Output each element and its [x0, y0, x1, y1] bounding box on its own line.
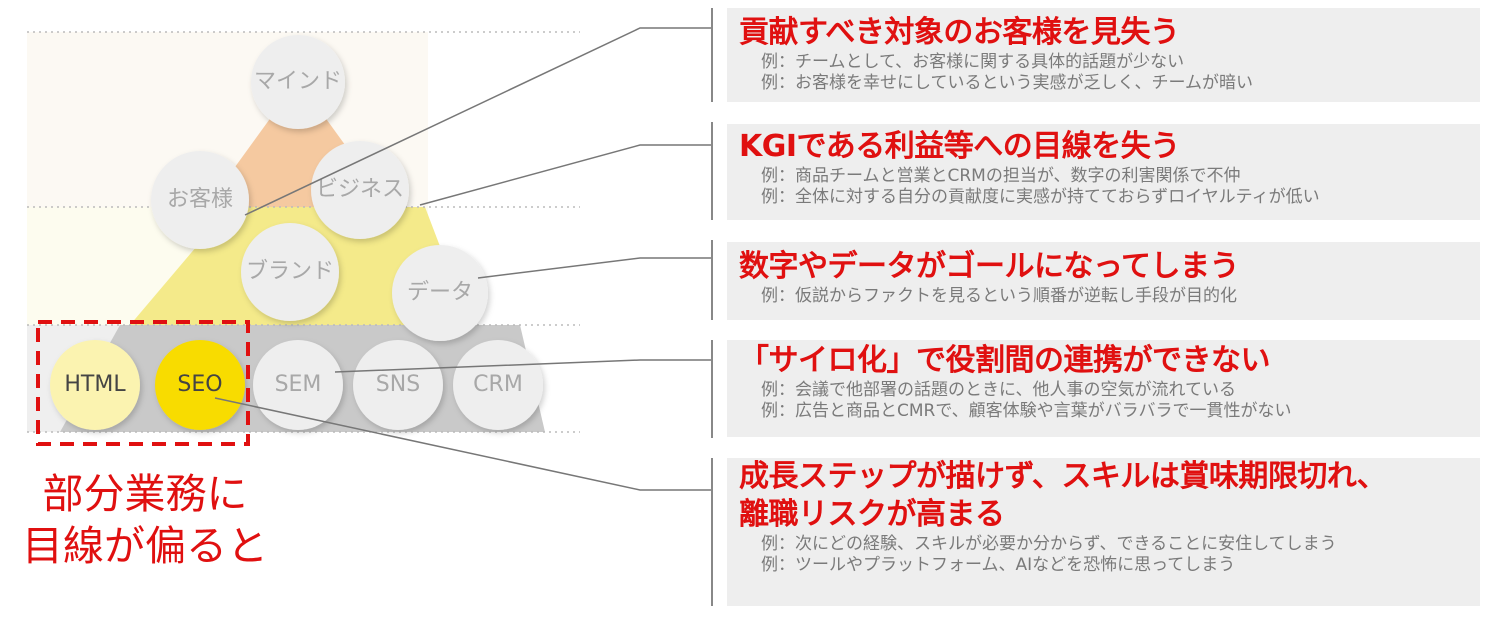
- bracket-line: [711, 122, 713, 220]
- problem-example: 例：チームとして、お客様に関する具体的話題が少ない: [761, 52, 1185, 72]
- circle-shape: [253, 340, 343, 430]
- circle-label: マインド: [254, 69, 342, 94]
- problem-example: 例：会議で他部署の話題のときに、他人事の空気が流れている: [761, 380, 1236, 400]
- problem-title: 数字やデータがゴールになってしまう: [739, 249, 1240, 284]
- problem-card: 「サイロ化」で役割間の連携ができない 例：会議で他部署の話題のときに、他人事の空…: [727, 340, 1480, 437]
- circle-shape: [251, 35, 345, 129]
- bracket-line: [711, 458, 713, 606]
- circle-shape: [151, 151, 249, 249]
- skill-circle: HTML: [50, 340, 140, 430]
- band-dividers: [27, 31, 580, 433]
- circle-label: SNS: [376, 372, 420, 397]
- bracket-line: [711, 340, 713, 438]
- problem-title-line-2: 離職リスクが高まる: [739, 497, 1005, 532]
- skill-circle: データ: [392, 245, 488, 341]
- problem-card: 成長ステップが描けず、スキルは賞味期限切れ、 離職リスクが高まる 例：次にどの経…: [727, 458, 1480, 606]
- problem-card: 数字やデータがゴールになってしまう 例：仮説からファクトを見るという順番が逆転し…: [727, 242, 1480, 320]
- circle-label: CRM: [473, 372, 523, 397]
- problem-example: 例：次にどの経験、スキルが必要か分からず、できることに安住してしまう: [761, 534, 1337, 554]
- skill-circle: SEO: [155, 340, 245, 430]
- skill-circle: SNS: [353, 340, 443, 430]
- problem-example: 例：仮説からファクトを見るという順番が逆転し手段が目的化: [761, 286, 1237, 306]
- callout-line-2: 目線が偏ると: [22, 522, 268, 570]
- circle-label: SEM: [275, 372, 322, 397]
- problem-example: 例：ツールやプラットフォーム、AIなどを恐怖に思ってしまう: [761, 555, 1236, 575]
- bracket-line: [711, 240, 713, 320]
- problem-card: 貢献すべき対象のお客様を見失う 例：チームとして、お客様に関する具体的話題が少な…: [727, 8, 1480, 102]
- skill-circle: SEM: [253, 340, 343, 430]
- circle-shape: [311, 141, 409, 239]
- circle-shape: [155, 340, 245, 430]
- circle-label: HTML: [64, 372, 126, 397]
- circle-shape: [50, 340, 140, 430]
- circle-shape: [392, 245, 488, 341]
- bracket-line: [711, 8, 713, 102]
- circle-label: ブランド: [246, 259, 334, 284]
- skill-circle: ビジネス: [311, 141, 409, 239]
- skill-circle: CRM: [453, 340, 543, 430]
- circle-label: SEO: [177, 372, 222, 397]
- problem-example: 例：商品チームと営業とCRMの担当が、数字の利害関係で不仲: [761, 166, 1241, 186]
- problem-example: 例：広告と商品とCMRで、顧客体験や言葉がバラバラで一貫性がない: [761, 401, 1292, 421]
- skill-circle: マインド: [251, 35, 345, 129]
- circle-shape: [453, 340, 543, 430]
- skill-circle: ブランド: [241, 223, 339, 321]
- problem-card: KGIである利益等への目線を失う 例：商品チームと営業とCRMの担当が、数字の利…: [727, 124, 1480, 220]
- problem-title: 貢献すべき対象のお客様を見失う: [739, 15, 1180, 50]
- problem-title: KGIである利益等への目線を失う: [739, 129, 1180, 164]
- circle-label: データ: [407, 280, 473, 305]
- circle-shape: [241, 223, 339, 321]
- skill-circle: お客様: [151, 151, 249, 249]
- circle-shape: [353, 340, 443, 430]
- focus-dashed-box: [36, 320, 250, 446]
- circle-label: ビジネス: [316, 177, 404, 202]
- callout-line-1: 部分業務に: [42, 470, 248, 518]
- connector-lines: [214, 27, 712, 491]
- problem-title: 「サイロ化」で役割間の連携ができない: [739, 343, 1271, 378]
- problem-example: 例：全体に対する自分の貢献度に実感が持てておらずロイヤルティが低い: [761, 187, 1320, 207]
- circle-label: お客様: [167, 187, 233, 212]
- problem-example: 例：お客様を幸せにしているという実感が乏しく、チームが暗い: [761, 73, 1253, 93]
- problem-title: 成長ステップが描けず、スキルは賞味期限切れ、: [739, 459, 1387, 494]
